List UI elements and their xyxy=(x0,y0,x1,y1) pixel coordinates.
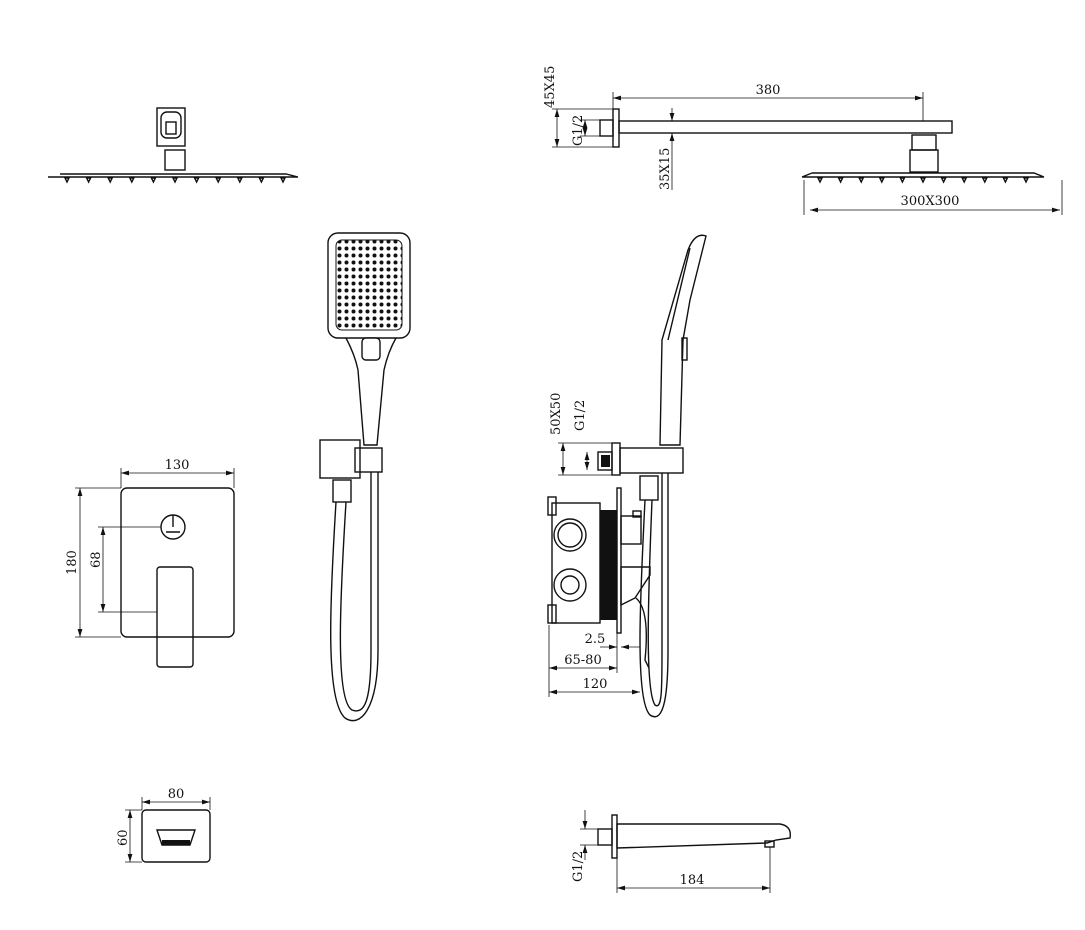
arm-dimensions: 380 45X45 G1/2 35X15 300X300 xyxy=(543,66,1063,215)
nozzle xyxy=(107,177,114,184)
nozzle xyxy=(193,177,200,184)
nozzle xyxy=(837,177,844,184)
nozzle xyxy=(171,177,179,184)
spout-front-view: 80 60 xyxy=(116,787,211,863)
hand-shower-front-view xyxy=(319,232,411,722)
nozzle xyxy=(63,177,71,184)
side-dimensions: 50X50 G1/2 2.5 65-80 120 xyxy=(548,393,640,697)
mixer-plate-front-view: 130 180 68 xyxy=(65,458,235,668)
nozzle xyxy=(128,177,135,184)
install-depth-label: 65-80 xyxy=(564,653,601,668)
nozzle xyxy=(919,177,927,184)
nozzle xyxy=(1002,177,1009,184)
arm-length-label: 380 xyxy=(756,83,781,98)
outlet-flange-label: 50X50 xyxy=(549,393,564,435)
nozzle xyxy=(961,177,968,184)
nozzle xyxy=(279,177,287,184)
spout-height-label: 60 xyxy=(116,829,131,846)
nozzle xyxy=(878,177,885,184)
nozzle xyxy=(1022,177,1030,184)
nozzle xyxy=(940,177,947,184)
spout-thread-label: G1/2 xyxy=(571,851,586,882)
nozzle xyxy=(899,177,906,184)
nozzle xyxy=(981,177,988,184)
arm-section-label: 35X15 xyxy=(658,148,673,190)
nozzle xyxy=(816,177,824,184)
total-depth-label: 120 xyxy=(583,677,608,692)
nozzle xyxy=(215,177,222,184)
plate-height-label: 180 xyxy=(65,550,80,575)
nozzle xyxy=(85,177,92,184)
nozzle xyxy=(150,177,157,184)
rain-head-front-view xyxy=(48,107,299,184)
plate-thickness-label: 2.5 xyxy=(585,632,606,647)
nozzle xyxy=(858,177,865,184)
outlet-thread-label: G1/2 xyxy=(573,400,588,431)
arm-flange-label: 45X45 xyxy=(543,66,558,108)
spout-length-label: 184 xyxy=(680,873,705,888)
head-size-label: 300X300 xyxy=(901,194,960,209)
knob-lever-label: 68 xyxy=(89,551,104,568)
shower-arm-side-view xyxy=(599,108,1045,184)
plate-width-label: 130 xyxy=(165,458,190,473)
nozzle xyxy=(258,177,265,184)
arm-thread-label: G1/2 xyxy=(571,115,586,146)
spout-width-label: 80 xyxy=(168,787,185,802)
nozzle xyxy=(236,177,243,184)
spout-side-view: G1/2 184 xyxy=(571,810,791,893)
mixer-side-view xyxy=(547,234,707,718)
